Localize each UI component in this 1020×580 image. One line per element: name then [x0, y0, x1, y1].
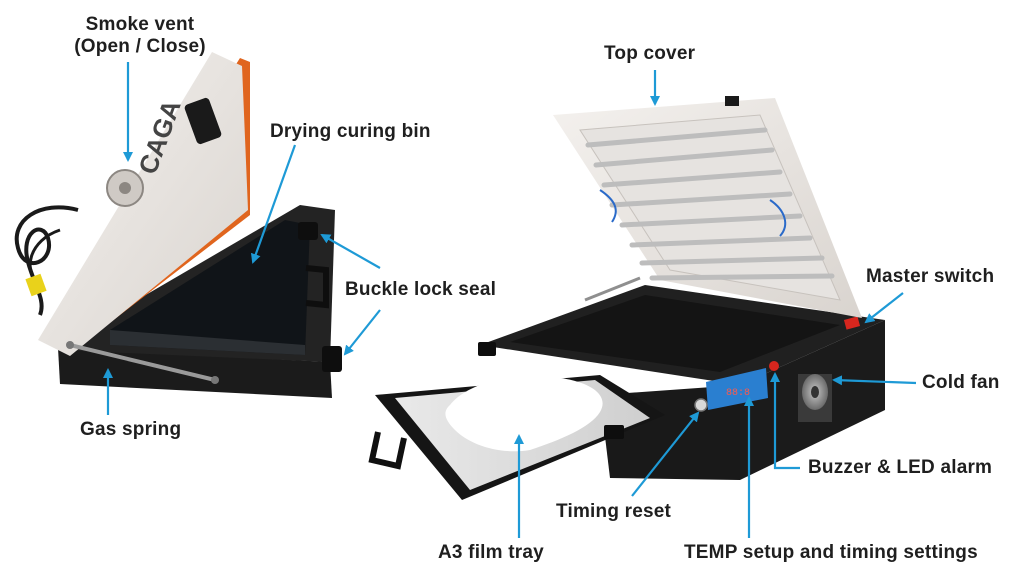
arrow-timing-reset [631, 411, 700, 497]
panel-display: 88:8 [726, 388, 750, 399]
arrow-buckle-bottom [343, 309, 381, 356]
left-side-handle [305, 265, 329, 309]
label-buckle-lock-seal: Buckle lock seal [345, 279, 497, 300]
gas-spring-pivot [66, 341, 74, 349]
buckle-latch-top [298, 222, 318, 240]
wiring [599, 189, 787, 237]
master-switch [843, 316, 861, 330]
right-buckle-left [478, 342, 496, 356]
label-buzzer-led-alarm: Buzzer & LED alarm [808, 457, 993, 478]
right-base-inner [510, 295, 840, 372]
arrow-master-switch [864, 292, 904, 324]
left-machine: CAGA [14, 52, 342, 398]
callout-arrows [103, 62, 917, 538]
arrow-buzzer [770, 372, 800, 470]
label-temp-setup: TEMP setup and timing settings [684, 542, 978, 563]
bin-inner-wall [110, 330, 305, 355]
arrow-buckle-top [320, 234, 381, 269]
label-smoke-vent-line2: (Open / Close) [74, 36, 206, 57]
gas-spring-rod [69, 343, 216, 382]
timing-reset-button [694, 398, 708, 412]
label-gas-spring: Gas spring [80, 419, 182, 440]
lid-handle [184, 97, 222, 145]
heating-tubes [585, 127, 835, 281]
label-timing-reset: Timing reset [556, 501, 672, 522]
cord-tag [25, 273, 47, 297]
lid-hinge-handle [725, 96, 739, 106]
label-smoke-vent: Smoke vent (Open / Close) [45, 14, 235, 58]
label-master-switch: Master switch [866, 266, 995, 287]
label-smoke-vent-line1: Smoke vent [85, 14, 195, 35]
film-print [445, 376, 603, 452]
buzzer-led [769, 361, 779, 371]
label-drying-curing-bin: Drying curing bin [270, 121, 431, 142]
smoke-vent-center [119, 182, 131, 194]
label-a3-film-tray: A3 film tray [438, 542, 544, 563]
cold-fan [798, 374, 832, 422]
gas-spring-end [211, 376, 219, 384]
buckle-latch-bottom [322, 346, 342, 372]
right-buckle-front [604, 425, 624, 439]
right-gas-spring [584, 276, 641, 302]
arrow-drying-bin [250, 144, 297, 264]
label-cold-fan: Cold fan [922, 372, 1000, 393]
drawer-handle [368, 431, 407, 470]
label-top-cover: Top cover [604, 43, 696, 64]
arrow-cold-fan [832, 375, 917, 386]
